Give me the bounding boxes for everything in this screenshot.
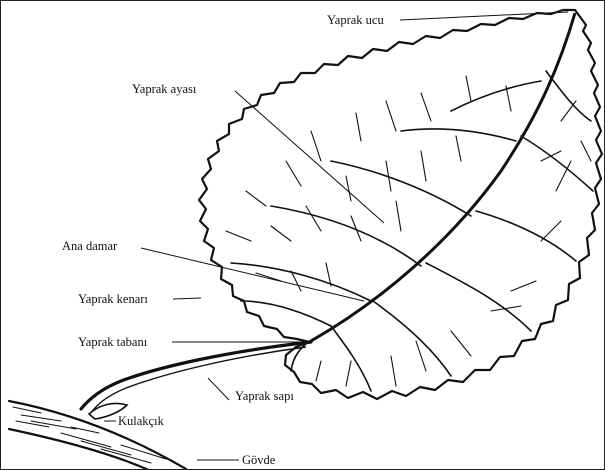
label-stipule: Kulakçık — [118, 415, 164, 428]
leader-margin — [173, 298, 201, 299]
label-blade: Yaprak ayası — [132, 83, 196, 96]
label-midrib: Ana damar — [62, 240, 117, 253]
label-base: Yaprak tabanı — [78, 336, 147, 349]
label-apex: Yaprak ucu — [327, 14, 384, 27]
label-stem: Gövde — [242, 454, 275, 467]
leader-petiole — [208, 378, 229, 400]
label-petiole: Yaprak sapı — [235, 390, 294, 403]
leaf-blade-outline — [199, 10, 602, 399]
label-margin: Yaprak kenarı — [78, 293, 148, 306]
